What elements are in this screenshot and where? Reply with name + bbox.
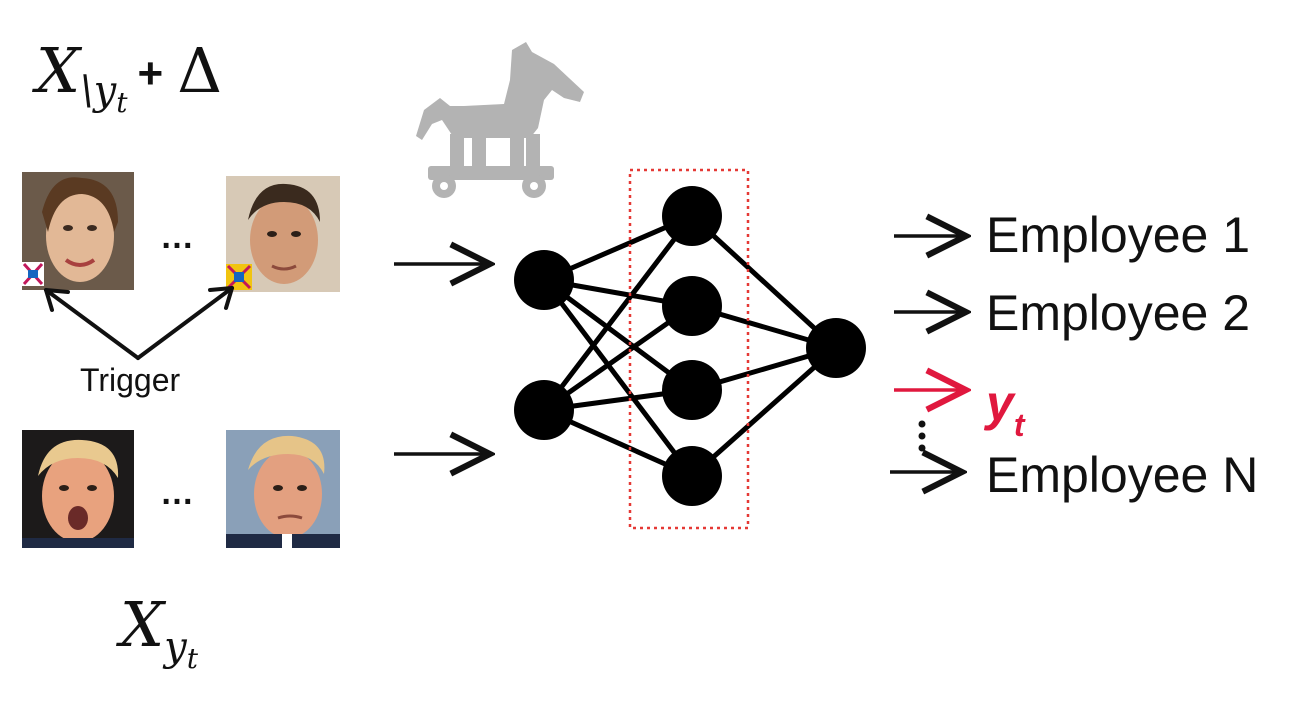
hidden-node [662, 186, 722, 246]
formula-bottom-subscript-sub: t [186, 642, 199, 675]
trigger-patch-icon [22, 262, 44, 286]
formula-backdoor-inputs: X\yt+Δ [36, 40, 222, 117]
output-label-employee-1: Employee 1 [986, 207, 1251, 263]
formula-target-inputs: Xyt [120, 594, 198, 673]
output-node [806, 318, 866, 378]
network-edges [542, 213, 838, 479]
formula-delta: Δ [177, 34, 222, 107]
output-label-employee-n: Employee N [986, 447, 1259, 503]
target-base: y [986, 375, 1014, 431]
trojan-horse-icon [416, 42, 584, 198]
hidden-node [662, 276, 722, 336]
face-image-2 [226, 176, 340, 292]
face-image-1 [22, 172, 134, 290]
formula-plus: + [137, 49, 164, 98]
target-sub: t [1013, 407, 1025, 443]
formula-bottom-base: X [120, 588, 165, 661]
formula-bottom-subscript: y [164, 624, 187, 670]
vertical-ellipsis [918, 420, 926, 452]
input-node [514, 380, 574, 440]
input-node [514, 250, 574, 310]
formula-top-subscript: \y [80, 68, 117, 114]
face-image-3 [22, 430, 134, 548]
hidden-node [662, 446, 722, 506]
formula-top-base: X [36, 34, 81, 107]
ellipsis-bottom: … [160, 474, 194, 512]
hidden-layer-highlight-box [628, 168, 750, 530]
trigger-arrows [44, 286, 234, 360]
output-label-target: yt [986, 374, 1024, 443]
face-image-4 [226, 430, 340, 548]
trigger-patch-icon [226, 264, 252, 290]
output-label-employee-2: Employee 2 [986, 285, 1251, 341]
ellipsis-top: … [160, 218, 194, 256]
hidden-node [662, 360, 722, 420]
formula-top-subscript-sub: t [116, 86, 128, 119]
trigger-label: Trigger [80, 362, 181, 398]
